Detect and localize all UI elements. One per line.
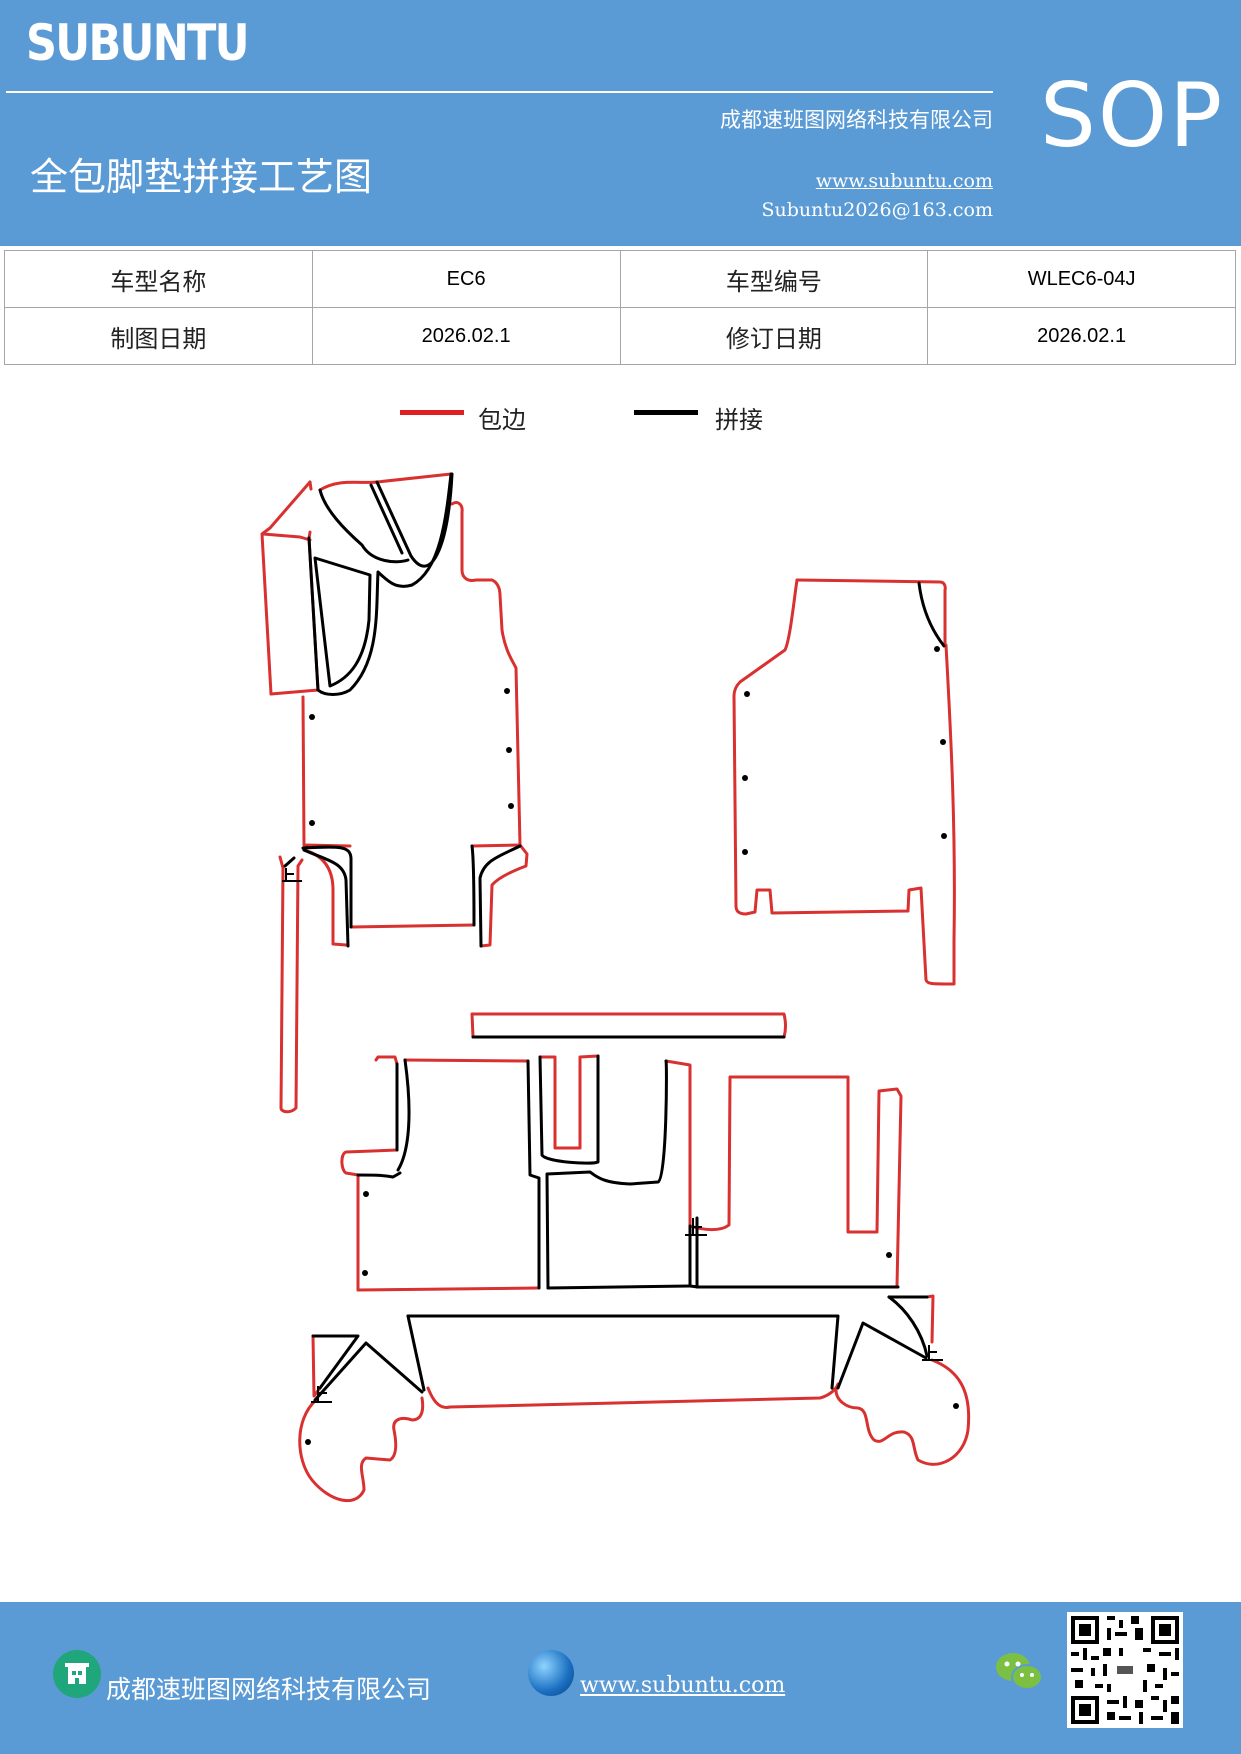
table-row: 车型名称 EC6 车型编号 WLEC6-04J <box>4 250 1236 308</box>
fastener-dot <box>941 833 947 839</box>
fastener-dot <box>504 688 510 694</box>
building-icon <box>53 1650 101 1698</box>
fastener-dot <box>309 820 315 826</box>
table-row: 制图日期 2026.02.1 修订日期 2026.02.1 <box>4 307 1236 365</box>
front-left-mat <box>260 472 529 1114</box>
front-right-mat <box>732 578 956 986</box>
legend: 包边 拼接 <box>400 400 800 440</box>
wechat-icon[interactable] <box>994 1650 1044 1694</box>
fastener-dot <box>953 1403 959 1409</box>
draw-date-value: 2026.02.1 <box>311 307 621 365</box>
fastener-dot <box>362 1270 368 1276</box>
rear-mats <box>340 1054 903 1292</box>
fastener-dot <box>363 1191 369 1197</box>
rear-bottom-mat <box>298 1294 971 1502</box>
footer-company-name: 成都速班图网络科技有限公司 <box>106 1675 432 1704</box>
fastener-dot <box>934 646 940 652</box>
email-address: Subuntu2026@163.com <box>761 199 993 221</box>
revise-date-value: 2026.02.1 <box>927 307 1236 365</box>
fastener-dots <box>305 646 959 1445</box>
stop-mark <box>922 1345 943 1361</box>
sop-badge: SOP <box>1040 64 1225 167</box>
seam-legend-swatch <box>634 410 698 415</box>
globe-icon <box>528 1650 574 1696</box>
fastener-dot <box>305 1439 311 1445</box>
fastener-dot <box>508 803 514 809</box>
fastener-dot <box>886 1252 892 1258</box>
company-name: 成都速班图网络科技有限公司 <box>720 108 993 132</box>
brand-logo: SUBUNTU <box>26 14 249 72</box>
fastener-dot <box>742 849 748 855</box>
qr-code <box>1067 1612 1183 1728</box>
stop-mark <box>685 1218 707 1236</box>
footer-website-link[interactable]: www.subuntu.com <box>580 1673 786 1698</box>
stop-marks <box>282 868 943 1403</box>
info-table: 车型名称 EC6 车型编号 WLEC6-04J 制图日期 2026.02.1 修… <box>4 250 1236 365</box>
draw-date-label: 制图日期 <box>4 307 313 365</box>
fastener-dot <box>744 691 750 697</box>
model-code-value: WLEC6-04J <box>927 250 1236 308</box>
revise-date-label: 修订日期 <box>619 307 929 365</box>
fastener-dot <box>506 747 512 753</box>
fastener-dot <box>940 739 946 745</box>
rear-strip <box>470 1012 787 1039</box>
seam-legend-label: 拼接 <box>715 406 763 434</box>
fastener-dot <box>309 714 315 720</box>
edge-legend-swatch <box>400 410 464 415</box>
model-name-value: EC6 <box>311 250 621 308</box>
website-link[interactable]: www.subuntu.com <box>815 170 993 192</box>
fastener-dot <box>742 775 748 781</box>
header-divider <box>6 91 993 93</box>
stop-mark <box>311 1386 332 1403</box>
edge-legend-label: 包边 <box>478 406 526 434</box>
model-name-label: 车型名称 <box>4 250 313 308</box>
stop-mark <box>282 868 302 882</box>
model-code-label: 车型编号 <box>619 250 929 308</box>
header-banner <box>0 0 1241 246</box>
page-title: 全包脚垫拼接工艺图 <box>30 155 373 199</box>
